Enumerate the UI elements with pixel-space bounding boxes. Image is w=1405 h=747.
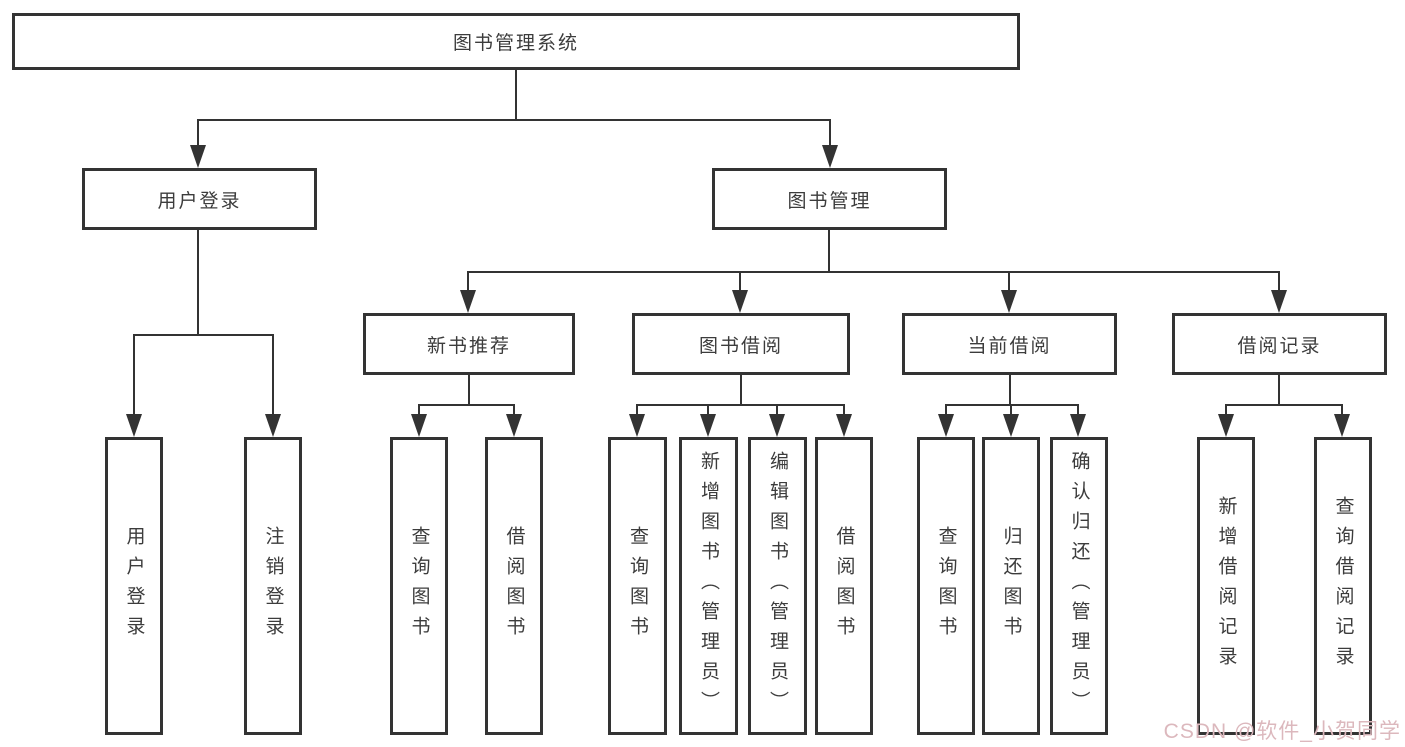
leaf-bb-edit-book-admin: 编辑图书（管理员） — [748, 437, 807, 735]
node-book-borrowing-label: 图书借阅 — [698, 335, 783, 357]
leaf-cb-query-books: 查询图书 — [917, 437, 975, 735]
connector-bb-leaf1-stub — [636, 404, 638, 416]
leaf-br-add-record: 新增借阅记录 — [1197, 437, 1255, 735]
leaf-nb-query-books: 查询图书 — [390, 437, 448, 735]
arrow-leaf-user-login — [126, 414, 142, 437]
connector-borrow-records-drop — [1278, 375, 1280, 406]
node-new-book-recommendation: 新书推荐 — [363, 313, 575, 375]
arrow-book-borrowing — [732, 290, 748, 313]
arrow-cb-query-books — [938, 414, 954, 437]
node-borrowing-records-label: 借阅记录 — [1237, 335, 1322, 357]
leaf-user-login: 用户登录 — [105, 437, 163, 735]
arrow-br-query-record — [1334, 414, 1350, 437]
connector-nb-leaf2-stub — [513, 404, 515, 416]
arrow-leaf-logout — [265, 414, 281, 437]
leaf-cb-query-books-label: 查询图书 — [935, 526, 957, 646]
leaf-nb-borrow-books-label: 借阅图书 — [503, 526, 525, 646]
connector-cb-leaf3-stub — [1077, 404, 1079, 416]
arrow-bb-add-book — [700, 414, 716, 437]
arrow-bb-query-books — [629, 414, 645, 437]
node-current-borrowing: 当前借阅 — [902, 313, 1117, 375]
node-library-system-label: 图书管理系统 — [452, 33, 579, 54]
connector-user-login-stub — [197, 119, 199, 146]
leaf-br-query-record-label: 查询借阅记录 — [1332, 496, 1354, 676]
connector-root-drop — [515, 70, 517, 120]
connector-current-borrow-stub — [1008, 271, 1010, 291]
connector-book-borrow-drop — [740, 375, 742, 406]
node-book-management-label: 图书管理 — [787, 190, 872, 212]
arrow-nb-borrow-books — [506, 414, 522, 437]
arrow-bb-edit-book — [769, 414, 785, 437]
connector-cb-leaf1-stub — [945, 404, 947, 416]
connector-cb-leaf2-stub — [1010, 404, 1012, 416]
leaf-nb-query-books-label: 查询图书 — [408, 526, 430, 646]
arrow-borrowing-records — [1271, 290, 1287, 313]
leaf-user-login-label: 用户登录 — [123, 526, 145, 646]
connector-br-leaf1-stub — [1225, 404, 1227, 416]
leaf-cb-return-book: 归还图书 — [982, 437, 1040, 735]
leaf-bb-add-book-admin-label: 新增图书（管理员） — [698, 451, 719, 721]
arrow-bb-borrow-books — [836, 414, 852, 437]
node-library-system: 图书管理系统 — [12, 13, 1020, 70]
arrow-book-mgmt — [822, 145, 838, 168]
leaf-bb-edit-book-admin-label: 编辑图书（管理员） — [767, 451, 788, 721]
connector-book-mgmt-stub — [829, 119, 831, 146]
connector-bb-leaf4-stub — [843, 404, 845, 416]
connector-book-borrow-stub — [739, 271, 741, 291]
connector-current-borrow-drop — [1009, 375, 1011, 406]
leaf-bb-add-book-admin: 新增图书（管理员） — [679, 437, 738, 735]
leaf-cb-confirm-return-admin-label: 确认归还（管理员） — [1068, 451, 1090, 721]
arrow-new-book-recommendation — [460, 290, 476, 313]
leaf-bb-query-books-label: 查询图书 — [627, 526, 648, 646]
connector-user-login-drop — [197, 230, 199, 336]
leaf-bb-borrow-books-label: 借阅图书 — [833, 526, 855, 646]
connector-bb-leaf2-stub — [707, 404, 709, 416]
connector-book-borrow-split — [636, 404, 845, 406]
connector-borrow-records-split — [1225, 404, 1343, 406]
leaf-logout: 注销登录 — [244, 437, 302, 735]
connector-book-mgmt-drop — [828, 230, 830, 272]
leaf-br-add-record-label: 新增借阅记录 — [1215, 496, 1237, 676]
arrow-cb-confirm-return — [1070, 414, 1086, 437]
arrow-user-login — [190, 145, 206, 168]
connector-leaf-logout-stub — [272, 334, 274, 415]
arrow-br-add-record — [1218, 414, 1234, 437]
connector-bb-leaf3-stub — [776, 404, 778, 416]
node-current-borrowing-label: 当前借阅 — [967, 335, 1052, 357]
connector-current-borrow-split — [945, 404, 1079, 406]
leaf-nb-borrow-books: 借阅图书 — [485, 437, 543, 735]
node-new-book-recommendation-label: 新书推荐 — [426, 335, 511, 357]
connector-new-book-split — [418, 404, 515, 406]
connector-br-leaf2-stub — [1341, 404, 1343, 416]
arrow-current-borrowing — [1001, 290, 1017, 313]
node-user-login: 用户登录 — [82, 168, 317, 230]
leaf-br-query-record: 查询借阅记录 — [1314, 437, 1372, 735]
node-borrowing-records: 借阅记录 — [1172, 313, 1387, 375]
node-book-borrowing: 图书借阅 — [632, 313, 850, 375]
leaf-logout-label: 注销登录 — [262, 526, 284, 646]
connector-leaf-user-login-stub — [133, 334, 135, 415]
connector-new-book-drop — [468, 375, 470, 406]
connector-root-split — [197, 119, 831, 121]
node-book-management: 图书管理 — [712, 168, 947, 230]
connector-nb-leaf1-stub — [418, 404, 420, 416]
arrow-nb-query-books — [411, 414, 427, 437]
connector-book-mgmt-split — [468, 271, 1280, 273]
leaf-cb-confirm-return-admin: 确认归还（管理员） — [1050, 437, 1108, 735]
connector-borrow-records-stub — [1278, 271, 1280, 291]
arrow-cb-return-book — [1003, 414, 1019, 437]
connector-user-login-split — [133, 334, 274, 336]
watermark: CSDN @软件_小贺同学 — [1163, 720, 1401, 743]
connector-new-book-stub — [467, 271, 469, 291]
leaf-bb-query-books: 查询图书 — [608, 437, 667, 735]
leaf-bb-borrow-books: 借阅图书 — [815, 437, 873, 735]
leaf-cb-return-book-label: 归还图书 — [1000, 526, 1022, 646]
node-user-login-label: 用户登录 — [157, 190, 242, 212]
